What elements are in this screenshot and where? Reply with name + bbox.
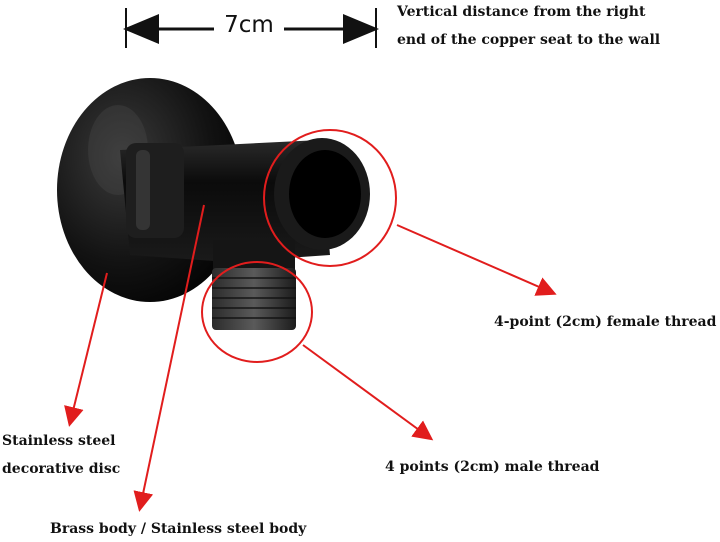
dimension-indicator [123,8,379,48]
disc-leader-arrow [64,272,108,427]
dimension-value: 7cm [214,10,284,40]
body-label: Brass body / Stainless steel body [50,521,307,537]
female-thread-callout-circle [263,129,397,267]
body-collar [126,143,184,238]
distance-description-line2: end of the copper seat to the wall [397,32,661,48]
distance-description-line1: Vertical distance from the right [397,4,646,20]
female-thread-leader-arrow [396,224,557,296]
disc-label-line1: Stainless steel [2,433,116,449]
male-thread-callout-circle [201,261,313,363]
body-collar-shine [136,150,150,230]
wall-elbow-illustration [57,78,370,330]
outlet-bore [289,150,361,238]
female-thread-label: 4-point (2cm) female thread [494,314,717,330]
male-thread-leader-arrow [302,344,434,441]
male-thread-label: 4 points (2cm) male thread [385,459,600,475]
disc-label-line2: decorative disc [2,461,121,477]
body-leader-arrow [133,204,205,512]
